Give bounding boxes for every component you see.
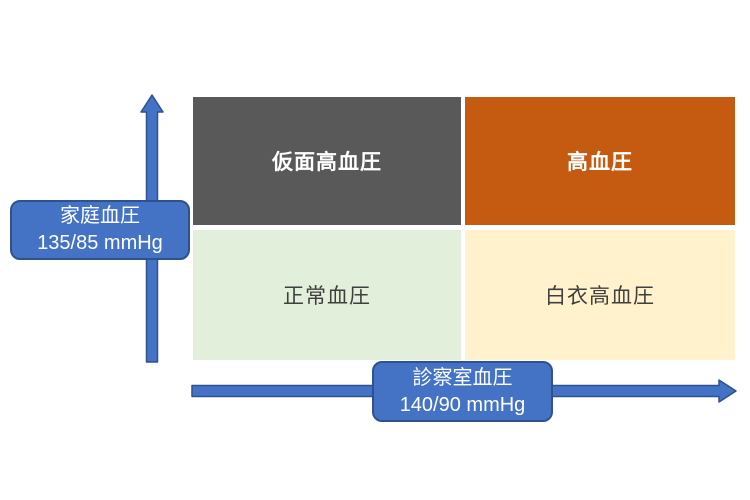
x-axis-threshold: 140/90 mmHg — [399, 393, 526, 416]
quadrant-masked-hypertension-label: 仮面高血圧 — [272, 151, 382, 174]
quadrant-hypertension-label: 高血圧 — [567, 151, 633, 174]
x-axis-label: 診察室血圧 — [412, 366, 513, 389]
y-axis-label: 家庭血圧 — [60, 205, 140, 227]
x-axis-label-box: 診察室血圧 140/90 mmHg — [372, 361, 553, 422]
quadrant-white-coat-hypertension-label: 白衣高血圧 — [545, 285, 655, 308]
y-axis-label-box: 家庭血圧 135/85 mmHg — [10, 200, 190, 260]
quadrant-hypertension: 高血圧 — [465, 97, 735, 225]
quadrant-normal-bp-label: 正常血圧 — [283, 285, 371, 308]
y-axis-threshold: 135/85 mmHg — [37, 232, 163, 254]
quadrant-normal-bp: 正常血圧 — [193, 230, 461, 360]
quadrant-masked-hypertension: 仮面高血圧 — [193, 97, 461, 225]
quadrant-white-coat-hypertension: 白衣高血圧 — [465, 230, 735, 360]
